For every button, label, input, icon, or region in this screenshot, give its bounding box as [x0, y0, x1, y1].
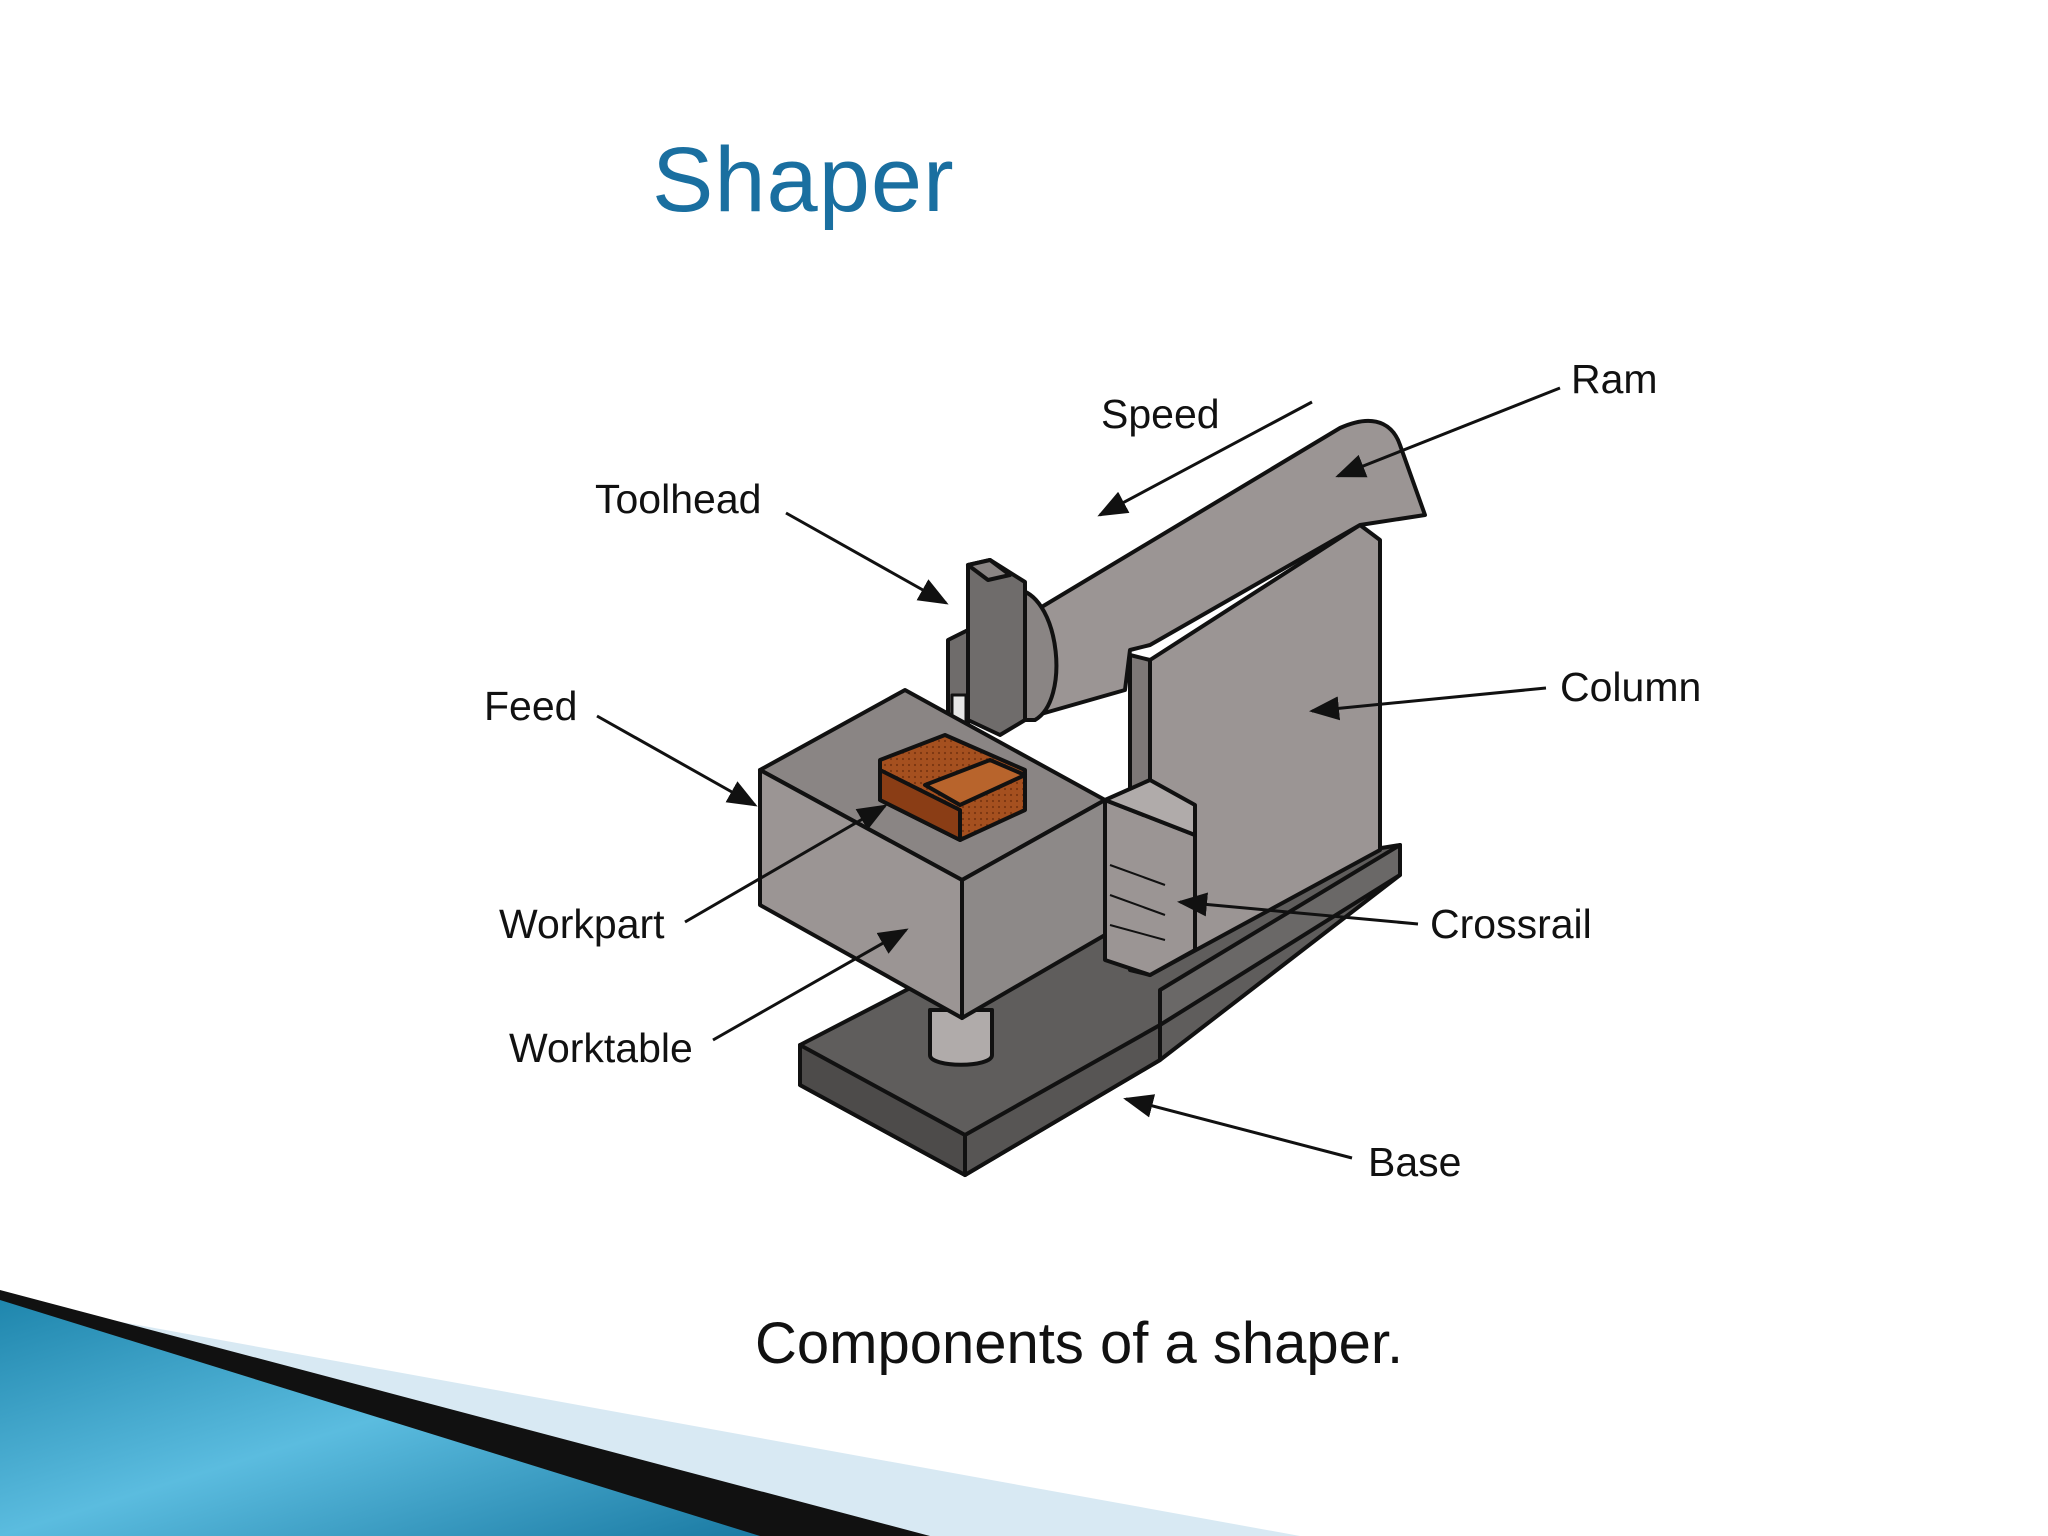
speed-arrow: [1097, 400, 1313, 517]
ram: [1018, 418, 1427, 722]
label-feed: Feed: [484, 683, 577, 729]
label-speed: Speed: [1101, 391, 1220, 437]
label-column: Column: [1560, 664, 1701, 710]
slide-title: Shaper: [652, 129, 955, 231]
toolhead-arrow: [785, 511, 949, 605]
label-base: Base: [1368, 1139, 1461, 1185]
label-workpart: Workpart: [499, 901, 665, 947]
worktable-pedestal: [928, 1008, 994, 1067]
worktable-arrow: [712, 928, 909, 1042]
label-toolhead: Toolhead: [595, 476, 761, 522]
workpart: [878, 733, 1027, 842]
label-worktable: Worktable: [509, 1025, 693, 1071]
feed-arrow: [596, 714, 758, 807]
ram-arrow: [1335, 386, 1561, 478]
workpart-arrow: [684, 804, 888, 924]
base-arrow: [1123, 1094, 1353, 1160]
crossrail: [1103, 778, 1197, 977]
label-ram: Ram: [1571, 356, 1658, 402]
diagram-caption: Components of a shaper.: [755, 1311, 1404, 1376]
column-arrow: [1309, 686, 1547, 721]
label-crossrail: Crossrail: [1430, 901, 1592, 947]
base: [798, 843, 1402, 1177]
crossrail-arrow: [1177, 892, 1419, 926]
